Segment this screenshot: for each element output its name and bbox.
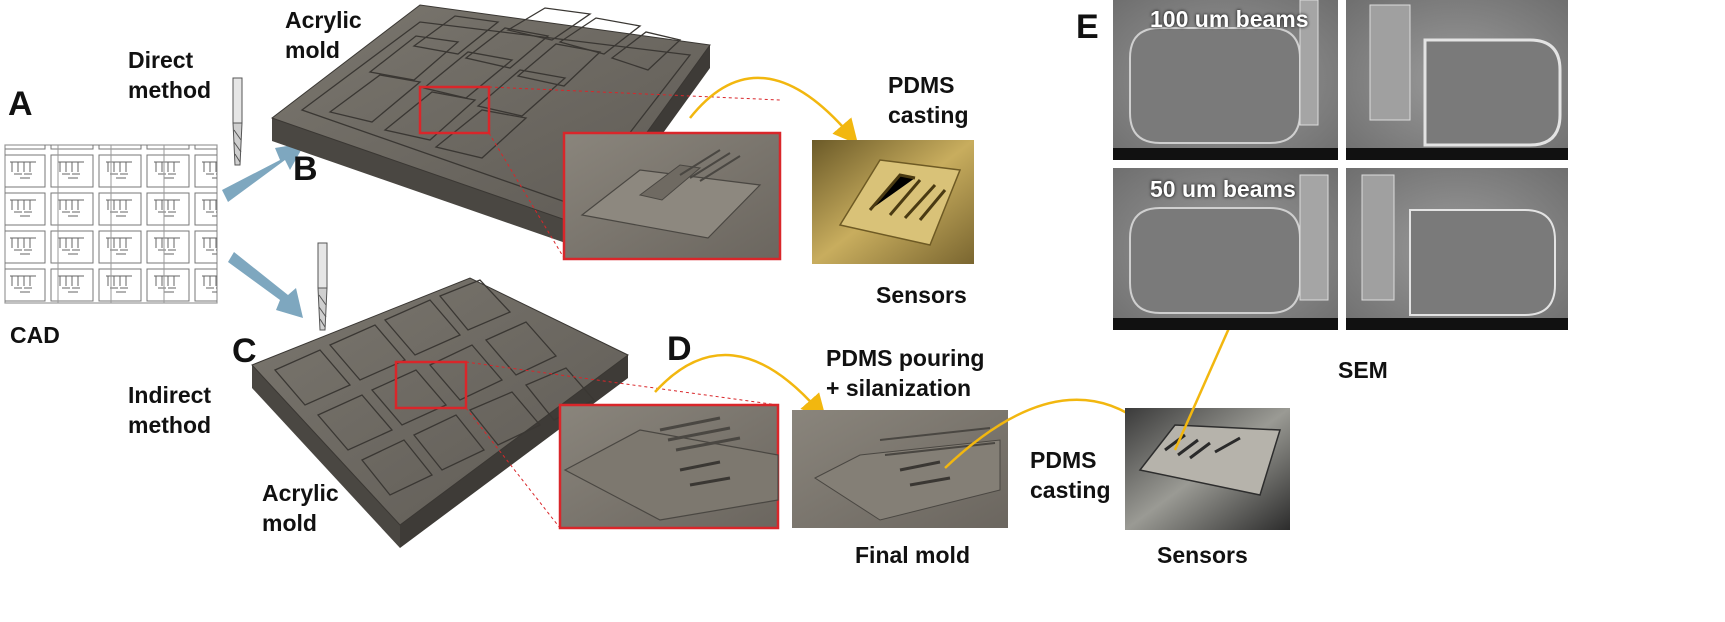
cad-label: CAD [10,322,60,348]
sem-image-100um-right [1346,0,1568,160]
sem-label: SEM [1338,357,1388,383]
arrow-direct [222,143,305,202]
pdms-pouring-label: PDMS pouring + silanization [826,345,985,401]
sensors-top-label: Sensors [876,282,967,308]
sem-image-50um-left [1113,168,1338,330]
cad-drawing [4,144,218,304]
panel-letter-a: A [8,85,33,123]
panel-letter-b: B [293,150,318,188]
panel-letter-c: C [232,332,257,370]
end-mill-bottom-icon [317,242,328,331]
sem-50um-caption: 50 um beams [1150,176,1296,202]
zoom-inset-bottom [465,361,780,530]
sensor-photo-bottom [1125,408,1290,530]
zoom-inset-top [488,86,782,261]
sem-image-50um-right [1346,168,1568,330]
sem-100um-caption: 100 um beams [1150,6,1309,32]
panel-letter-e: E [1076,8,1099,46]
pdms-casting-bottom-label: PDMS casting [1030,447,1111,503]
final-mold-photo [792,410,1008,528]
arrow-indirect [228,252,303,318]
arrow-to-pdms-top [689,76,859,145]
acrylic-mold-top-label: Acrylic mold [285,7,362,63]
acrylic-mold-bottom-label: Acrylic mold [262,480,339,536]
sem-image-100um-left [1113,0,1338,160]
pdms-sensor-photo-top [812,140,974,264]
arrow-to-final-mold [654,353,827,420]
pdms-casting-top-label: PDMS casting [888,72,969,128]
final-mold-label: Final mold [855,542,970,568]
indirect-method-label: Indirect method [128,382,212,438]
sensors-bottom-label: Sensors [1157,542,1248,568]
panel-letter-d: D [667,330,692,368]
direct-method-label: Direct method [128,47,212,103]
acrylic-mold-bottom [251,277,629,548]
end-mill-top-icon [232,77,243,166]
